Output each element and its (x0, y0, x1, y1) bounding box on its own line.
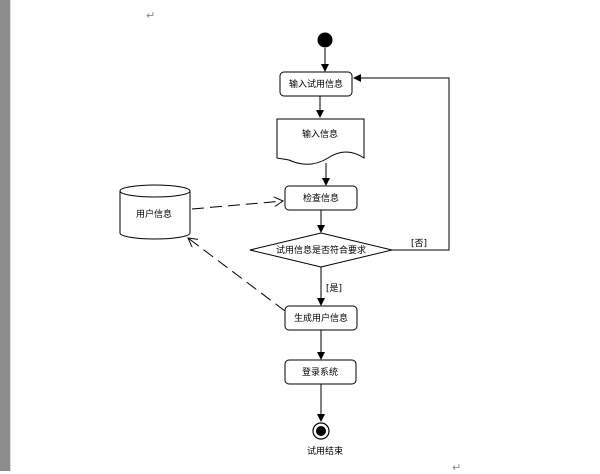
end-node (312, 422, 330, 440)
user-data-store: 用户信息 (119, 184, 191, 240)
generate-action-label: 生成用户信息 (294, 312, 348, 324)
end-label: 试用结束 (307, 445, 343, 457)
data-store-label: 用户信息 (136, 208, 172, 220)
decision-label: 试用信息是否符合要求 (276, 244, 366, 256)
left-scroll-margin (0, 0, 10, 471)
login-action: 登录系统 (284, 359, 357, 385)
start-node (317, 32, 333, 48)
login-action-label: 登录系统 (302, 366, 338, 378)
input-action-label: 输入试用信息 (289, 78, 343, 90)
dependency-store-to-check (191, 201, 283, 210)
input-action: 输入试用信息 (279, 71, 353, 97)
generate-action: 生成用户信息 (284, 305, 358, 331)
paragraph-mark-icon: ↵ (146, 9, 156, 22)
flow-decision-no-loop (353, 74, 450, 251)
decision-node: 试用信息是否符合要求 (249, 232, 393, 268)
guard-no-label: [否] (411, 238, 427, 249)
input-document: 输入信息 (276, 118, 365, 165)
input-document-label: 输入信息 (302, 128, 338, 140)
dependency-generate-to-store (188, 238, 286, 312)
check-action-label: 检查信息 (303, 192, 339, 204)
left-margin-edge (10, 0, 11, 471)
paragraph-mark-icon-bottom: ↵ (452, 461, 462, 474)
guard-yes-label: [是] (326, 283, 342, 294)
check-action: 检查信息 (284, 185, 358, 211)
